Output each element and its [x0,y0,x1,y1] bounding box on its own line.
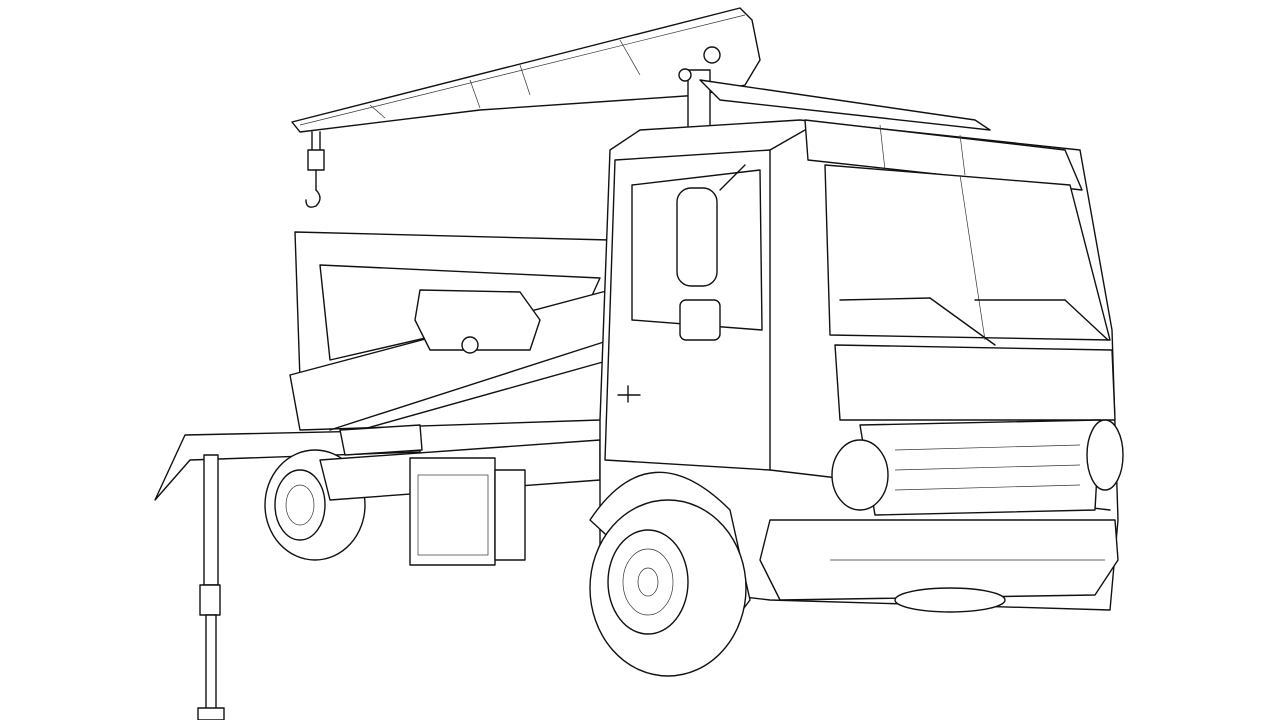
side-storage-box [409,457,496,566]
windshield [824,164,1111,341]
crane-hook[interactable] [305,131,325,208]
upper-panel [834,344,1116,421]
front-bumper [759,519,1119,613]
grille [859,419,1101,516]
side-mirror [676,164,746,341]
headlights [831,419,1124,511]
door-handle [617,385,641,403]
windshield-wipers [839,297,1109,346]
front-wheel [589,471,751,677]
step [494,469,526,561]
outrigger-leg[interactable] [197,454,225,720]
skip-bed [289,231,613,431]
crane-boom [291,7,991,133]
